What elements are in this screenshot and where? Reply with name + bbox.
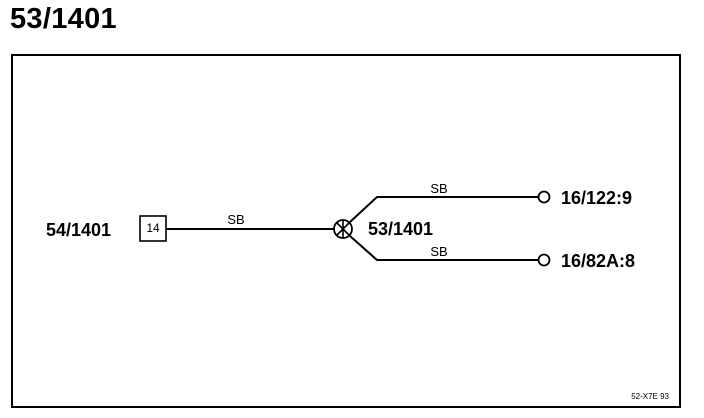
terminal-lower-symbol <box>537 253 551 267</box>
connector-pin-number: 14 <box>146 221 160 235</box>
wire-main-color: SB <box>227 212 244 227</box>
wire-lower <box>349 235 538 261</box>
wire-upper <box>349 196 538 223</box>
terminal-lower-label: 16/82A:8 <box>561 251 635 271</box>
terminal-upper-symbol <box>537 190 551 204</box>
wire-upper-color: SB <box>430 181 447 196</box>
splice-label: 53/1401 <box>368 219 433 239</box>
page-title: 53/1401 <box>10 3 117 35</box>
diagram-frame <box>11 54 681 408</box>
drawing-code: 52-X7E 93 <box>631 392 669 401</box>
connector-label: 54/1401 <box>46 220 111 240</box>
terminal-upper-label: 16/122:9 <box>561 188 632 208</box>
connector-pin-box <box>139 215 167 242</box>
wire-lower-color: SB <box>430 244 447 259</box>
